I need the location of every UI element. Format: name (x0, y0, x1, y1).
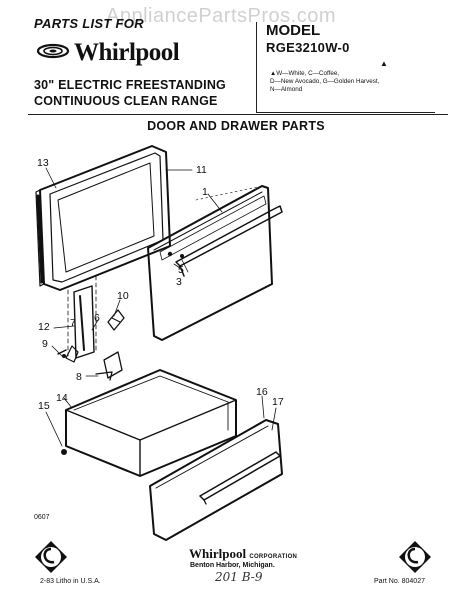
drawer-body (61, 369, 237, 477)
callout-12: 12 (38, 321, 50, 333)
model-label: MODEL (266, 22, 321, 39)
fsp-seal-icon (35, 541, 67, 573)
drawing-code: 0607 (34, 514, 50, 521)
watermark-text: AppliancePartsPros.com (106, 5, 336, 27)
callout-3: 3 (176, 276, 182, 288)
handwritten-note: 201 B-9 (215, 570, 263, 584)
color-key-line: ▲W—White, C—Coffee, (270, 70, 340, 77)
callout-15: 15 (38, 400, 50, 412)
callout-17: 17 (272, 396, 284, 408)
color-key-line: N—Almond (270, 86, 303, 93)
callout-10: 10 (117, 290, 129, 302)
corporation-location: Benton Harbor, Michigan. (190, 562, 275, 569)
corporation-brand: Whirlpool (189, 546, 247, 561)
corporation-suffix: CORPORATION (249, 554, 298, 560)
callout-1: 1 (202, 186, 208, 198)
model-box (256, 22, 435, 113)
fsp-seal-icon (399, 541, 431, 573)
hinge-parts (57, 275, 125, 381)
callout-14: 14 (56, 392, 68, 404)
product-title-line-2: CONTINUOUS CLEAN RANGE (34, 94, 218, 108)
outer-door-panel (147, 185, 283, 341)
part-number: Part No. 804027 (374, 578, 425, 585)
color-key-line: D—New Avocado, G—Golden Harvest, (270, 78, 380, 85)
callout-16: 16 (256, 386, 268, 398)
callout-11: 11 (196, 164, 207, 176)
model-number: RGE3210W-0 (266, 40, 350, 55)
section-title: DOOR AND DRAWER PARTS (147, 119, 325, 133)
litho-note: 2-83 Litho in U.S.A. (40, 578, 101, 585)
drawer-front-panel (149, 419, 283, 541)
product-title-line-1: 30" ELECTRIC FREESTANDING (34, 78, 226, 92)
brand-name: Whirlpool (74, 39, 180, 66)
callout-7: 7 (70, 317, 76, 329)
callout-8: 8 (76, 371, 82, 383)
whirlpool-swirl-logo (36, 43, 70, 59)
corporation-name: Whirlpool CORPORATION (189, 546, 297, 562)
header-divider (28, 114, 448, 115)
callout-5: 5 (178, 264, 184, 276)
callout-6: 6 (94, 312, 100, 324)
model-marker: ▲ (380, 59, 388, 68)
parts-list-heading: PARTS LIST FOR (34, 16, 144, 31)
callout-13: 13 (37, 157, 49, 169)
callout-9: 9 (42, 338, 48, 350)
callout-leader-lines (45, 167, 277, 447)
